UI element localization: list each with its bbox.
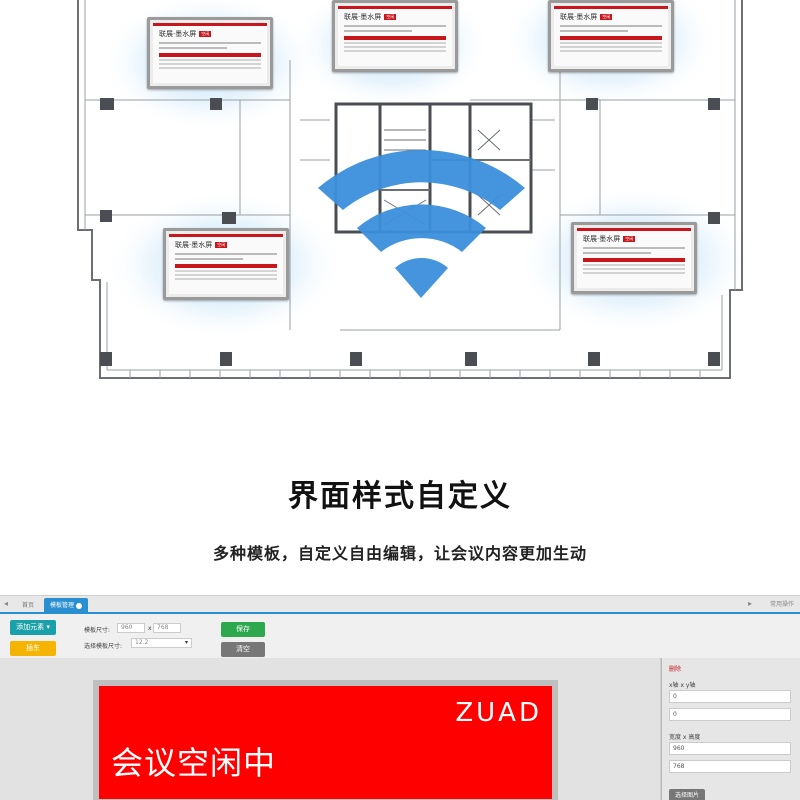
position-label: x轴 x y轴: [669, 682, 696, 689]
tab-home[interactable]: 首页: [22, 602, 35, 609]
canvas-area: ZUAD 会议空闲中: [0, 658, 660, 800]
card-title: 联展·墨水屏: [159, 30, 197, 38]
feature-title: 界面样式自定义: [288, 479, 512, 514]
feature-heading-section: 界面样式自定义 多种模板，自定义自由编辑，让会议内容更加生动: [0, 385, 800, 585]
size-times-symbol: x: [148, 625, 152, 632]
tab-template-manage-label: 模板管理: [50, 602, 75, 609]
clear-button[interactable]: 清空: [221, 642, 265, 657]
card-tag: 空闲: [623, 236, 636, 242]
y-position-input[interactable]: 0: [669, 708, 791, 721]
add-element-label: 添加元素: [16, 623, 45, 631]
tab-scroll-right-icon[interactable]: ▸: [748, 599, 753, 608]
template-height-input[interactable]: 768: [153, 623, 181, 633]
brand-text-element[interactable]: ZUAD: [455, 698, 542, 728]
screen-preview[interactable]: ZUAD 会议空闲中: [99, 686, 552, 799]
floor-plan-illustration: 联展·墨水屏空闲 联展·墨水屏空闲 联展·墨水屏空闲: [0, 0, 800, 385]
tab-bar: ◂ 首页 模板管理 ▸ 常用操作: [0, 596, 800, 614]
card-title: 联展·墨水屏: [560, 13, 598, 21]
x-position-input[interactable]: 0: [669, 690, 791, 703]
template-size-select-value: 12.2: [135, 639, 149, 646]
editor-toolbar: 添加元素 ▾ 插东 模板尺寸: 960 x 768 选择模板尺寸: 12.2▾ …: [0, 616, 800, 658]
card-tag: 空闲: [199, 31, 212, 37]
width-input[interactable]: 960: [669, 742, 791, 755]
card-title: 联展·墨水屏: [344, 13, 382, 21]
height-input[interactable]: 768: [669, 760, 791, 773]
properties-panel: 删除 x轴 x y轴 0 0 宽度 x 高度 960 768 选择图片: [660, 658, 800, 800]
feature-subtitle: 多种模板，自定义自由编辑，让会议内容更加生动: [212, 544, 587, 563]
size-label: 宽度 x 高度: [669, 734, 701, 741]
delete-element-link[interactable]: 删除: [669, 666, 682, 673]
template-editor: ◂ 首页 模板管理 ▸ 常用操作 添加元素 ▾ 插东 模板尺寸: 960 x 7…: [0, 595, 800, 800]
card-tag: 空闲: [600, 14, 613, 20]
chevron-down-icon: ▾: [184, 639, 188, 646]
add-element-button[interactable]: 添加元素 ▾: [10, 620, 56, 635]
eink-display-card: 联展·墨水屏空闲: [548, 0, 674, 72]
panel-divider: [661, 658, 662, 800]
canvas-frame: ZUAD 会议空闲中: [93, 680, 558, 800]
eink-display-card: 联展·墨水屏空闲: [163, 228, 289, 300]
card-title: 联展·墨水屏: [175, 241, 213, 249]
card-tag: 空闲: [384, 14, 397, 20]
eink-display-card: 联展·墨水屏空闲: [332, 0, 458, 72]
card-tag: 空闲: [215, 242, 228, 248]
tab-scroll-left-icon[interactable]: ◂: [4, 599, 9, 608]
template-size-label: 模板尺寸:: [84, 627, 111, 634]
insert-button[interactable]: 插东: [10, 641, 56, 656]
save-button[interactable]: 保存: [221, 622, 265, 637]
template-width-input[interactable]: 960: [117, 623, 145, 633]
tab-template-manage[interactable]: 模板管理: [44, 598, 89, 614]
template-size-select[interactable]: 12.2 ▾: [131, 638, 192, 648]
close-tab-icon[interactable]: [76, 602, 83, 609]
status-text-element[interactable]: 会议空闲中: [111, 744, 277, 782]
eink-display-card: 联展·墨水屏空闲: [147, 17, 273, 89]
card-title: 联展·墨水屏: [583, 235, 621, 243]
select-image-button[interactable]: 选择图片: [669, 789, 705, 800]
eink-display-card: 联展·墨水屏空闲: [571, 222, 697, 294]
common-ops-menu[interactable]: 常用操作: [769, 601, 794, 608]
select-size-label: 选择模板尺寸:: [84, 643, 123, 650]
